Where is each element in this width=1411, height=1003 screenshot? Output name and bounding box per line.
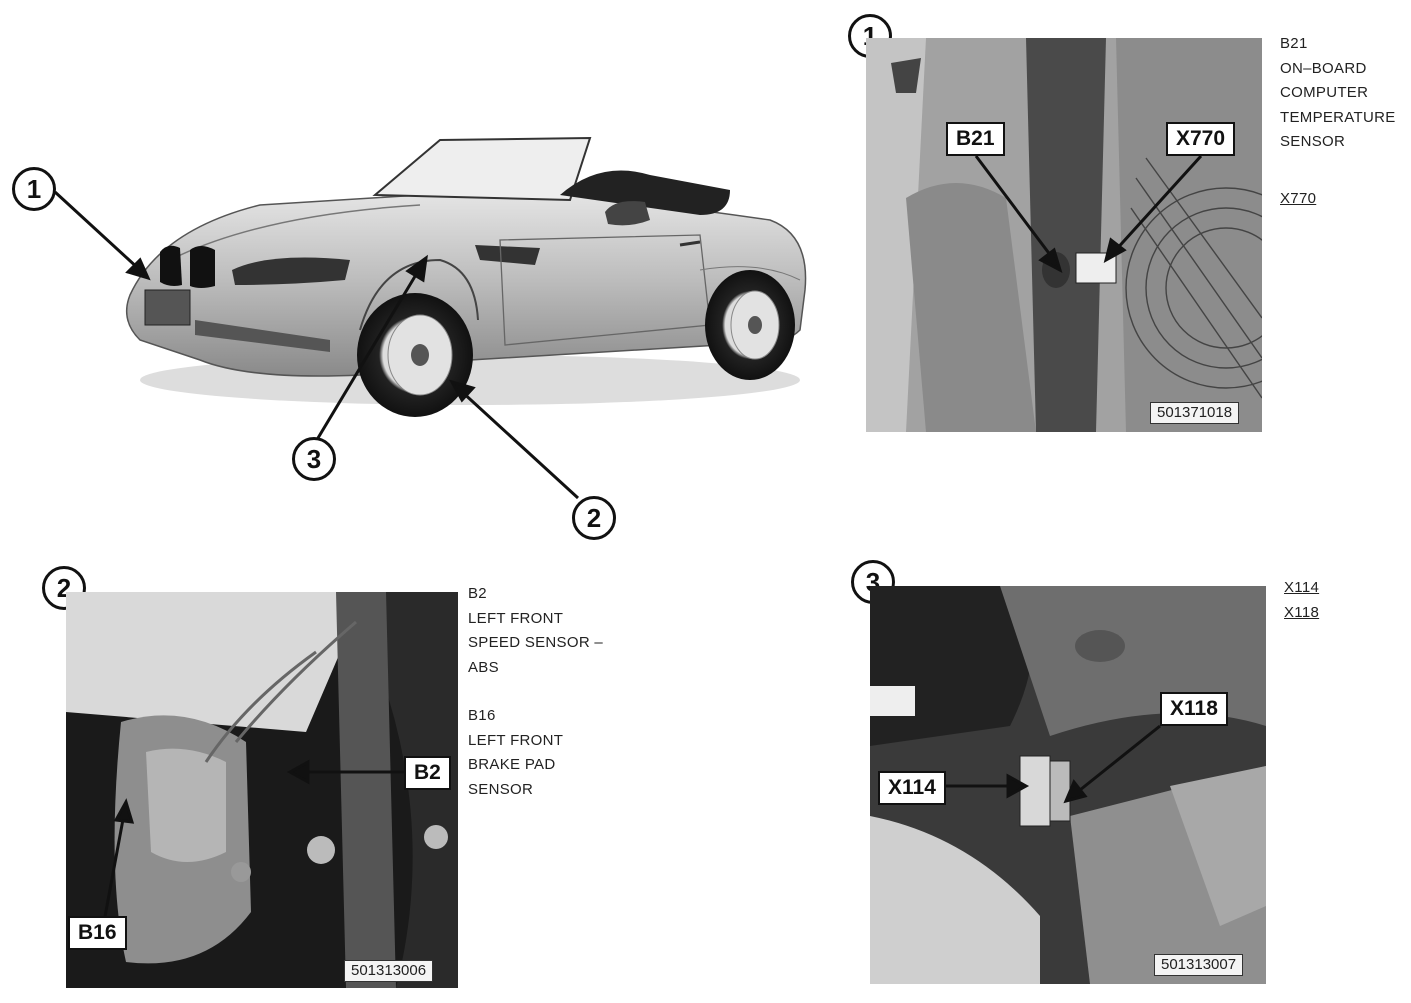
- legend-b2-code: B2: [468, 585, 487, 602]
- legend-b21-line-4: SENSOR: [1280, 133, 1346, 150]
- legend-b2-line-1: LEFT FRONT: [468, 609, 564, 627]
- legend-b16-code: B16: [468, 707, 496, 724]
- legend-b21-code: B21: [1280, 35, 1308, 52]
- panel2-photo-code: 501313006: [344, 960, 434, 982]
- car-overview: [0, 120, 830, 560]
- legend-b16-line-3: SENSOR: [468, 780, 534, 798]
- panel2-callout-b2: B2: [404, 756, 451, 790]
- legend-b21-line-3: TEMPERATURE: [1280, 108, 1396, 126]
- panel2-legend: B2 LEFT FRONT SPEED SENSOR – ABS B16 LEF…: [468, 582, 603, 802]
- panel2-callout-b16: B16: [68, 916, 127, 950]
- overview-marker-2: 2: [572, 496, 616, 540]
- overview-marker-1: 1: [12, 167, 56, 211]
- legend-b21-line-2: COMPUTER: [1280, 84, 1369, 101]
- panel1-callout-x770: X770: [1166, 122, 1236, 156]
- panel3-legend: X114 X118: [1284, 576, 1319, 625]
- panel1-photo-code: 501371018: [1150, 402, 1240, 424]
- overview-marker-3: 3: [292, 437, 336, 481]
- legend-b16-line-1: LEFT FRONT: [468, 731, 564, 749]
- legend-x114-code: X114: [1284, 579, 1320, 596]
- legend-b2-line-3: ABS: [468, 658, 499, 676]
- legend-b21-line-1: ON–BOARD: [1280, 59, 1367, 77]
- panel1-callout-b21: B21: [946, 122, 1005, 156]
- legend-b16-line-2: BRAKE PAD: [468, 756, 556, 773]
- car-illustration: [53, 136, 807, 500]
- panel3-callout-x114: X114: [878, 771, 946, 805]
- panel2-photo: [66, 592, 458, 988]
- legend-x770-code: X770: [1280, 189, 1317, 207]
- legend-x118-code: X118: [1284, 603, 1320, 621]
- panel3-callout-x118: X118: [1160, 692, 1228, 726]
- legend-b2-line-2: SPEED SENSOR –: [468, 634, 604, 651]
- panel3-photo-code: 501313007: [1154, 954, 1244, 976]
- panel1-legend: B21 ON–BOARD COMPUTER TEMPERATURE SENSOR…: [1280, 32, 1396, 211]
- panel1-photo: [866, 38, 1262, 432]
